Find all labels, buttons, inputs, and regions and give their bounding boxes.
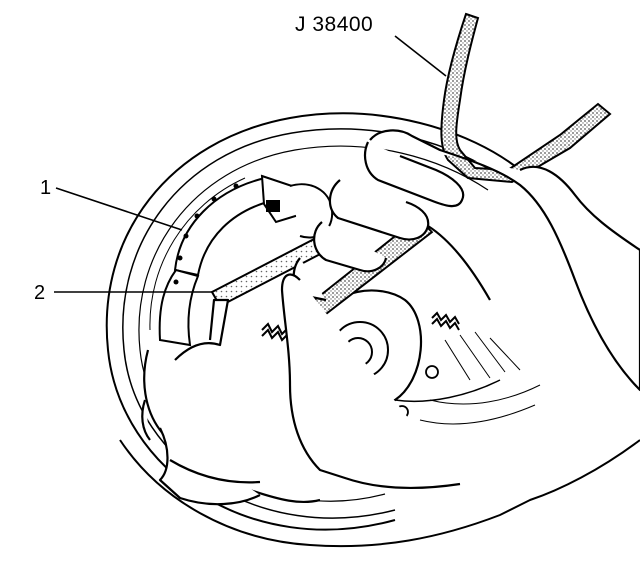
drum-rim [119, 439, 640, 548]
right-hand [292, 129, 640, 392]
callout-label-1: 1 [40, 177, 52, 199]
brake-shoe [158, 174, 334, 347]
return-spring-right [431, 311, 460, 331]
plate-texture [419, 331, 541, 425]
callout-label-2: 2 [34, 282, 46, 304]
leader-lines [54, 35, 447, 293]
left-hand [141, 273, 461, 506]
leader-1 [55, 187, 183, 231]
shoe-rivets [173, 183, 239, 285]
tool-callout-label: J 38400 [295, 13, 374, 36]
leader-tool [394, 35, 447, 77]
